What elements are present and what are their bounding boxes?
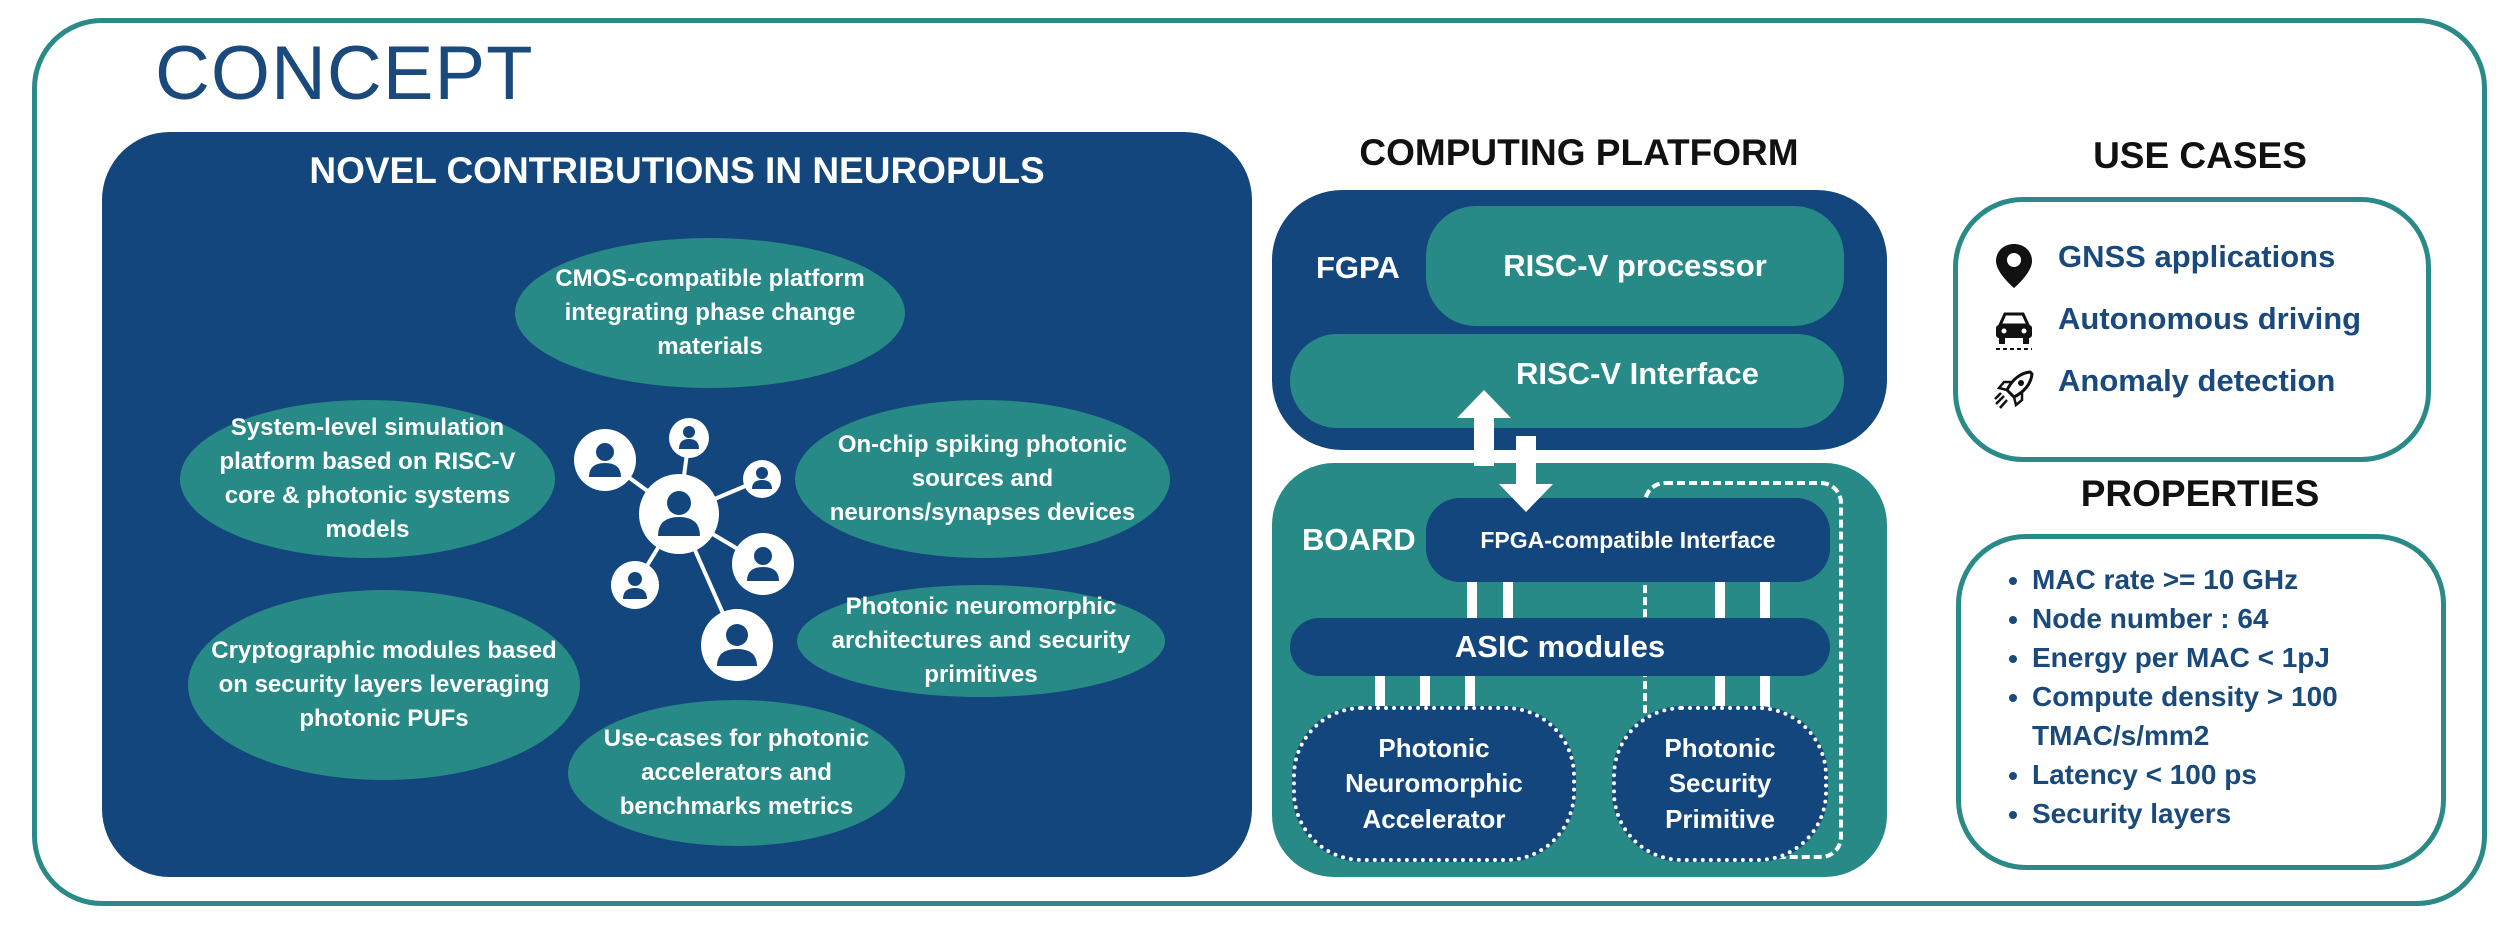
fgpa-label: FGPA [1316, 250, 1400, 285]
property-item: Node number : 64 [2032, 599, 2438, 638]
use-case-gnss: GNSS applications [2058, 239, 2336, 274]
novel-contributions-title: NOVEL CONTRIBUTIONS IN NEUROPULS [309, 150, 1045, 191]
contribution-simulation-platform: System-level simulation platform based o… [180, 400, 555, 558]
photonic-security-primitive: Photonic Security Primitive [1612, 706, 1828, 862]
property-item: Compute density > 100 TMAC/s/mm2 [2032, 677, 2438, 755]
photonic-neuromorphic-accelerator: Photonic Neuromorphic Accelerator [1292, 706, 1576, 862]
riscv-processor: RISC-V processor [1426, 206, 1844, 326]
wire [1420, 676, 1430, 708]
properties-list: MAC rate >= 10 GHz Node number : 64 Ener… [1998, 560, 2438, 833]
contribution-use-cases: Use-cases for photonic accelerators and … [568, 700, 905, 846]
wire [1503, 582, 1513, 618]
property-item: Energy per MAC < 1pJ [2032, 638, 2438, 677]
properties-box [1956, 534, 2446, 870]
wire [1760, 676, 1770, 708]
asic-modules: ASIC modules [1290, 618, 1830, 676]
location-pin-icon [1996, 244, 2032, 288]
use-case-anomaly-detection: Anomaly detection [2058, 363, 2336, 398]
car-icon [1996, 312, 2032, 350]
wire [1375, 676, 1385, 708]
property-item: Security layers [2032, 794, 2438, 833]
contribution-cryptographic-modules: Cryptographic modules based on security … [188, 590, 580, 780]
bidirectional-arrow-icon [1457, 390, 1553, 512]
wire [1715, 582, 1725, 618]
computing-platform-title: COMPUTING PLATFORM [1359, 132, 1799, 173]
concept-frame [32, 18, 2487, 906]
use-case-autonomous-driving: Autonomous driving [2058, 301, 2362, 336]
fpga-compatible-interface: FPGA-compatible Interface [1426, 498, 1830, 582]
properties-title: PROPERTIES [2080, 473, 2320, 514]
contribution-cmos-platform: CMOS-compatible platform integrating pha… [515, 238, 905, 388]
use-cases-title: USE CASES [2093, 135, 2307, 176]
page-title: CONCEPT [155, 31, 534, 116]
riscv-interface-label: RISC-V Interface [1516, 356, 1759, 391]
contribution-neuromorphic-architectures: Photonic neuromorphic architectures and … [797, 585, 1165, 697]
board-label: BOARD [1302, 522, 1416, 557]
riscv-interface-pill [1290, 334, 1844, 428]
wire [1465, 676, 1475, 708]
wire [1467, 582, 1477, 618]
contribution-spiking-sources: On-chip spiking photonic sources and neu… [795, 400, 1170, 558]
wire [1715, 676, 1725, 708]
use-cases-box [1953, 197, 2431, 462]
rocket-icon [1994, 370, 2034, 409]
property-item: MAC rate >= 10 GHz [2032, 560, 2438, 599]
property-item: Latency < 100 ps [2032, 755, 2438, 794]
people-network-icon [574, 418, 794, 681]
wire [1760, 582, 1770, 618]
